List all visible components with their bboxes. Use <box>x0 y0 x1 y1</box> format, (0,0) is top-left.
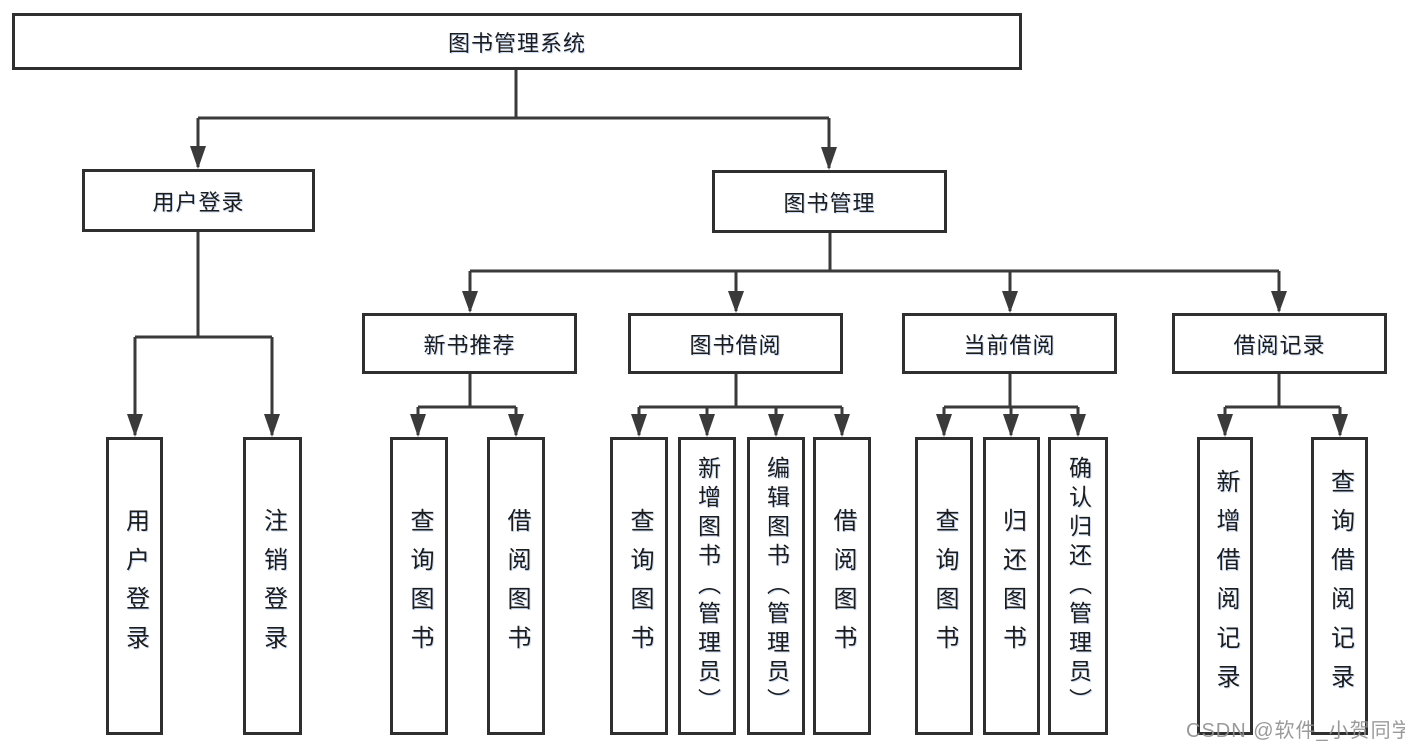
leaf-edit-books-admin: 编辑图书（管理员） <box>747 437 805 735</box>
node-library-management-system: 图书管理系统 <box>12 13 1022 70</box>
node-book-borrow: 图书借阅 <box>628 313 843 374</box>
leaf-logout: 注销登录 <box>243 437 302 735</box>
leaf-query-books-current: 查询图书 <box>915 437 973 735</box>
leaf-user-login: 用户登录 <box>106 437 163 735</box>
leaf-query-books-recommend: 查询图书 <box>390 437 448 735</box>
leaf-add-books-admin: 新增图书（管理员） <box>678 437 736 735</box>
leaf-borrow-books: 借阅图书 <box>813 437 871 735</box>
leaf-borrow-books-recommend: 借阅图书 <box>487 437 545 735</box>
leaf-query-borrow-record: 查询借阅记录 <box>1311 437 1368 735</box>
leaf-return-books: 归还图书 <box>983 437 1040 735</box>
node-borrow-records: 借阅记录 <box>1172 313 1387 374</box>
node-new-book-recommend: 新书推荐 <box>362 313 577 374</box>
node-user-login: 用户登录 <box>82 169 315 232</box>
node-current-borrow: 当前借阅 <box>902 313 1117 374</box>
leaf-query-books-borrow: 查询图书 <box>610 437 668 735</box>
csdn-watermark: CSDN @软件_小贺同学 <box>1186 720 1405 742</box>
leaf-confirm-return-admin: 确认归还（管理员） <box>1048 437 1108 735</box>
leaf-add-borrow-record: 新增借阅记录 <box>1197 437 1253 735</box>
node-book-management: 图书管理 <box>712 170 947 233</box>
